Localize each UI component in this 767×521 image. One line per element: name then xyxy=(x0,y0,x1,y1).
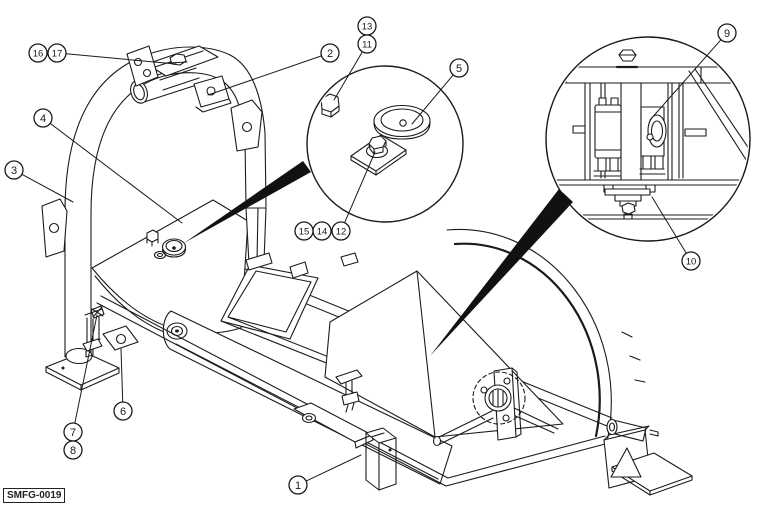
detail-pointer-wedges xyxy=(184,161,573,356)
callout-balloon-12 xyxy=(331,221,351,241)
deck-plate xyxy=(91,199,249,341)
callout-15: 15 xyxy=(294,221,314,241)
callout-number-16: 16 xyxy=(33,48,44,59)
disc-hub xyxy=(432,367,559,447)
leader-line-11 xyxy=(333,51,363,101)
callout-number-12: 12 xyxy=(336,226,347,237)
callout-number-8: 8 xyxy=(70,445,76,457)
frame-front-edge xyxy=(96,295,610,487)
wedge-to-gearbox xyxy=(430,189,573,356)
drawing-code-label: SMFG-0019 xyxy=(3,488,66,503)
leader-line-10 xyxy=(651,196,687,254)
callout-balloon-9 xyxy=(717,23,737,43)
callout-number-11: 11 xyxy=(362,39,372,50)
spindle-nut xyxy=(621,202,636,215)
callout-7: 7 xyxy=(63,314,98,442)
callout-balloon-15 xyxy=(294,221,314,241)
t-handle xyxy=(335,369,363,385)
callout-number-17: 17 xyxy=(52,48,63,59)
leader-line-2 xyxy=(207,55,322,96)
callout-4: 4 xyxy=(33,108,183,224)
callout-balloon-2 xyxy=(320,43,340,63)
callout-number-6: 6 xyxy=(120,406,126,418)
right-end-skid xyxy=(603,418,693,496)
callout-16: 16 xyxy=(28,43,48,63)
callout-number-4: 4 xyxy=(40,113,46,125)
leader-line-4 xyxy=(49,122,183,224)
callout-balloon-13 xyxy=(357,16,377,36)
callout-14: 14 xyxy=(312,221,332,241)
arch-frame xyxy=(41,46,267,391)
callout-number-5: 5 xyxy=(456,63,462,75)
callout-12: 12 xyxy=(331,151,376,241)
callout-6: 6 xyxy=(113,348,133,421)
leader-line-17 xyxy=(65,53,177,65)
clamp-left-flange xyxy=(126,45,159,87)
clamp-assembly xyxy=(126,45,232,113)
callout-number-1: 1 xyxy=(295,480,301,492)
callout-number-13: 13 xyxy=(362,21,373,32)
leader-line-12 xyxy=(344,151,376,224)
callout-5: 5 xyxy=(411,58,469,125)
callout-number-7: 7 xyxy=(70,427,76,439)
leader-line-3 xyxy=(21,173,74,203)
rotor-disc xyxy=(446,228,646,443)
callout-9: 9 xyxy=(649,23,737,121)
callout-8: 8 xyxy=(63,440,83,460)
callout-balloon-3 xyxy=(4,160,24,180)
callout-13: 13 xyxy=(357,16,377,36)
center-column xyxy=(620,82,642,181)
callout-balloon-16 xyxy=(28,43,48,63)
callout-balloon-8 xyxy=(63,440,83,460)
callout-number-3: 3 xyxy=(11,165,17,177)
leader-line-7 xyxy=(74,314,98,424)
callout-number-15: 15 xyxy=(299,226,310,237)
leader-line-1 xyxy=(305,454,362,482)
spindle-flange xyxy=(604,188,651,196)
callout-3: 3 xyxy=(4,160,74,203)
callout-1: 1 xyxy=(288,454,362,495)
wedge-to-hardware xyxy=(184,161,311,243)
hitch-bar-and-post xyxy=(293,369,397,491)
detail-view-hardware xyxy=(306,65,464,223)
callout-number-2: 2 xyxy=(327,48,333,60)
detail-view-gearbox xyxy=(545,36,751,242)
callout-balloon-1 xyxy=(288,475,308,495)
callout-balloon-5 xyxy=(449,58,469,78)
callout-2: 2 xyxy=(207,43,340,96)
leader-line-5 xyxy=(411,74,454,125)
leader-line-9 xyxy=(649,39,722,121)
callout-number-9: 9 xyxy=(724,28,730,40)
callout-balloon-17 xyxy=(47,43,67,63)
callout-balloon-6 xyxy=(113,401,133,421)
callout-17: 17 xyxy=(47,43,177,65)
callout-10: 10 xyxy=(651,196,701,271)
callout-number-10: 10 xyxy=(686,256,697,267)
leader-line-6 xyxy=(120,348,124,403)
callout-balloon-4 xyxy=(33,108,53,128)
callout-number-14: 14 xyxy=(317,226,328,237)
callout-balloon-10 xyxy=(681,251,701,271)
motor-body xyxy=(594,104,622,159)
